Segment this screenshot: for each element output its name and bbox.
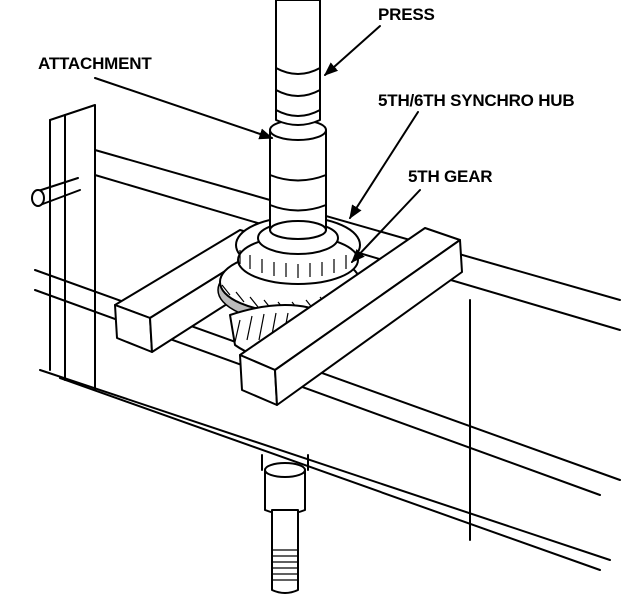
press-leader-arrow [323, 25, 381, 76]
fifth-gear-leader-arrow [351, 189, 421, 264]
attachment-leader-arrow [94, 77, 274, 140]
press-ram [275, 0, 321, 126]
synchro-hub-label: 5TH/6TH SYNCHRO HUB [378, 91, 575, 110]
mainshaft [261, 454, 309, 594]
attachment [269, 119, 327, 240]
attachment-label: ATTACHMENT [38, 54, 152, 73]
fifth-gear-label: 5TH GEAR [408, 167, 493, 186]
right-support-block [239, 227, 463, 406]
press-label: PRESS [378, 5, 435, 24]
synchro-hub-leader-arrow [349, 111, 419, 220]
leader-lines [94, 25, 421, 264]
